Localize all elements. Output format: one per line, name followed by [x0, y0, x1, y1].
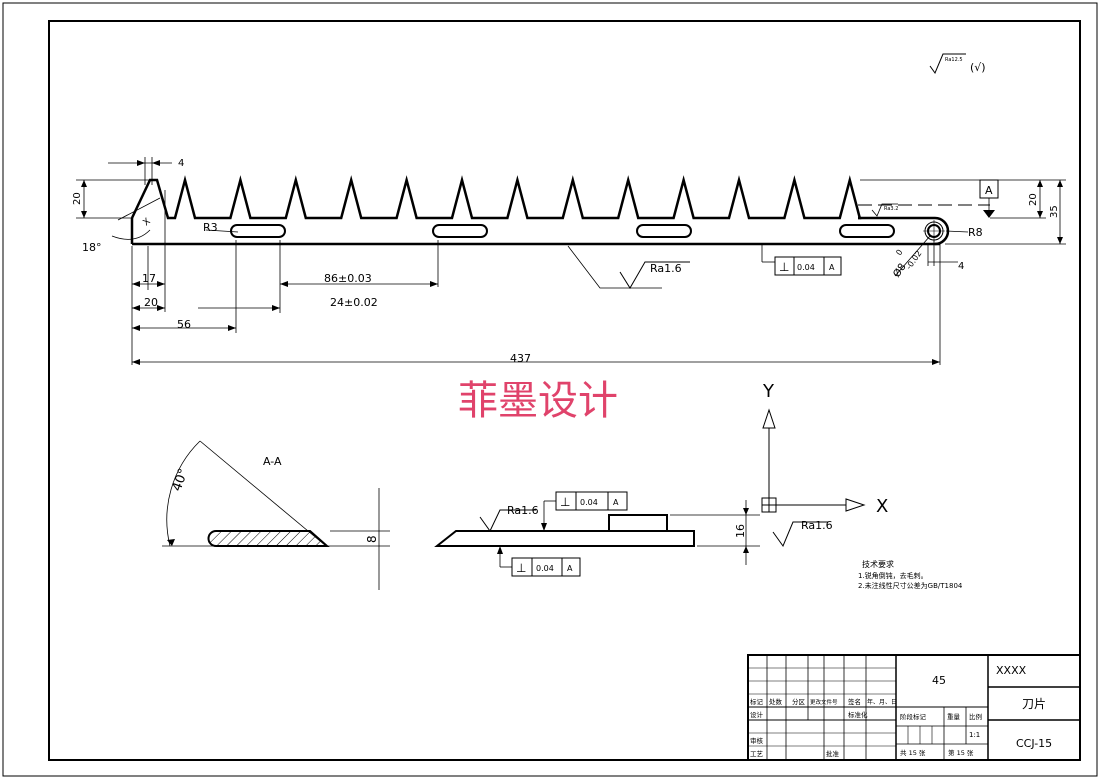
- side-view: 16 Ra1.6 Ra1.6 ⊥ 0.04 A ⊥ 0.04 A: [434, 491, 833, 577]
- tb-sheets: 共 15 张: [900, 748, 926, 757]
- tb-drawing-no: CCJ-15: [1016, 737, 1052, 750]
- tb-h-std: 标准化: [848, 710, 868, 719]
- slot-2: [432, 224, 488, 238]
- dim-overall-height: 35: [1049, 205, 1060, 218]
- blade-right-end: [858, 216, 950, 246]
- dim-86: 86±0.03: [324, 272, 372, 285]
- notes-line2: 2.未注线性尺寸公差为GB/T1804: [858, 581, 963, 590]
- gdt-upper-datum: A: [613, 498, 619, 507]
- gdt-upper-value: 0.04: [580, 498, 598, 507]
- roughness-right-view: Ra1.6: [801, 519, 833, 532]
- tb-h-mark: 标记: [750, 697, 764, 706]
- tb-part-name: 刀片: [1022, 697, 1046, 711]
- coordinate-axes: Y X: [761, 381, 888, 517]
- section-thickness: 8: [365, 535, 379, 543]
- tb-company: XXXX: [996, 664, 1027, 677]
- roughness-bottom-value: Ra1.6: [650, 262, 682, 275]
- title-block-text: 45 XXXX 刀片 CCJ-15 标记 处数 分区 更改文件号 签名 年、月、…: [750, 664, 1052, 758]
- inner-border: [48, 20, 1081, 761]
- tb-h-date: 年、月、日: [867, 698, 897, 706]
- arrowheads: [81, 160, 1063, 365]
- tb-h-approve: 批准: [826, 749, 840, 758]
- dim-hole-offset: 4: [958, 261, 964, 272]
- watermark: 菲墨设计: [458, 378, 618, 424]
- dim-hole-tol-bottom: -0.02: [904, 249, 923, 271]
- tb-sheet: 第 15 张: [948, 748, 974, 757]
- gdt-lower-value: 0.04: [536, 564, 554, 573]
- notes-line1: 1.锐角倒钝，去毛刺。: [858, 571, 928, 580]
- roughness-left-view: Ra1.6: [507, 504, 539, 517]
- dim-437: 437: [510, 352, 531, 365]
- gdt-frame-main: ⊥ 0.04 A: [761, 244, 842, 276]
- dim-20: 20: [144, 296, 158, 309]
- side-view-plate: [434, 530, 695, 547]
- dim-radius-left: R3: [203, 221, 218, 234]
- section-hatched-profile: [207, 530, 330, 547]
- section-aa: A-A 40° 8: [162, 440, 390, 590]
- slot-4: [839, 224, 895, 238]
- tb-h-count: 处数: [769, 697, 783, 706]
- notes-title: 技术要求: [862, 559, 894, 569]
- dim-tooth-height-right: 20: [1028, 193, 1039, 206]
- general-roughness: Ra12.5 (√): [929, 53, 986, 75]
- dim-radius-right: R8: [968, 226, 983, 239]
- gdt-upper-symbol: ⊥: [560, 495, 570, 509]
- tb-h-weight: 重量: [947, 713, 961, 721]
- roughness-general-suffix: (√): [970, 61, 986, 74]
- tb-material: 45: [932, 674, 946, 687]
- dim-tooth-height-left: 20: [72, 192, 83, 205]
- roughness-small: Ra3.2: [871, 203, 898, 217]
- title-block: [747, 654, 1081, 761]
- dim-24: 24±0.02: [330, 296, 378, 309]
- dim-56: 56: [177, 318, 191, 331]
- axis-y-label: Y: [762, 381, 775, 402]
- tb-h-zone: 分区: [792, 697, 806, 706]
- tb-h-design: 设计: [750, 710, 764, 719]
- blade-teeth-outline: [130, 175, 862, 220]
- tb-h-sign: 签名: [848, 697, 861, 706]
- gdt-lower-datum: A: [567, 564, 573, 573]
- section-bevel-angle: 40°: [170, 467, 192, 494]
- dim-17: 17: [142, 272, 156, 285]
- section-label: A-A: [263, 455, 282, 468]
- tb-scale: 1:1: [969, 731, 980, 739]
- datum-a-label: A: [985, 184, 993, 197]
- dim-hole-tol-top: 0: [894, 248, 904, 257]
- gdt-main-datum: A: [829, 263, 835, 272]
- side-view-block: [608, 514, 668, 532]
- technical-notes: 技术要求 1.锐角倒钝，去毛刺。 2.未注线性尺寸公差为GB/T1804: [858, 559, 963, 590]
- gdt-main-value: 0.04: [797, 263, 815, 272]
- slot-1: [230, 224, 286, 238]
- datum-a-marker: A: [979, 179, 999, 199]
- tb-h-process: 工艺: [750, 750, 764, 758]
- axis-x-label: X: [876, 496, 888, 517]
- gdt-lower-symbol: ⊥: [516, 561, 526, 575]
- slot-3: [636, 224, 692, 238]
- gdt-main-symbol: ⊥: [779, 260, 789, 274]
- side-view-height: 16: [734, 524, 747, 538]
- tb-h-review: 审核: [750, 736, 764, 745]
- blade-main-view: [130, 175, 990, 246]
- tb-h-stage: 阶段标记: [900, 712, 927, 721]
- roughness-bottom: Ra1.6: [619, 261, 690, 289]
- dim-tooth-side: X: [142, 217, 153, 229]
- roughness-small-value: Ra3.2: [884, 206, 898, 212]
- tb-h-docno: 更改文件号: [810, 698, 838, 706]
- roughness-general-value: Ra12.5: [945, 57, 963, 63]
- dim-tooth-pitch: 4: [178, 158, 184, 169]
- dim-tip-angle: 18°: [82, 241, 102, 254]
- tb-h-scale: 比例: [969, 712, 982, 721]
